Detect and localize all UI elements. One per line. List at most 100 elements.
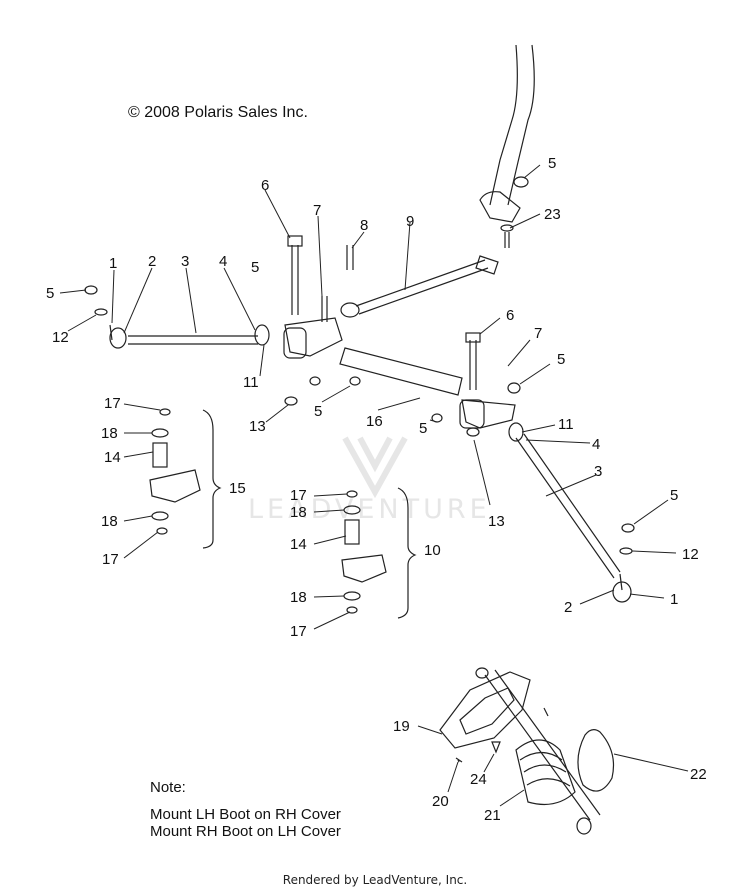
column-bolt bbox=[504, 232, 510, 248]
screw-20 bbox=[455, 757, 463, 763]
g15-sleeve bbox=[152, 442, 168, 468]
callout-2: 2 bbox=[148, 253, 156, 270]
copyright-text: © 2008 Polaris Sales Inc. bbox=[128, 104, 308, 121]
right-outer-rod-end bbox=[612, 581, 632, 603]
callout-5: 5 bbox=[251, 259, 259, 276]
callout-2: 2 bbox=[564, 599, 572, 616]
callout-23: 23 bbox=[544, 206, 561, 223]
watermark-text: LEADVENTURE bbox=[248, 494, 491, 525]
right-pivot-housing bbox=[459, 399, 485, 429]
watermark: LEADVENTURE bbox=[248, 436, 491, 525]
callout-3: 3 bbox=[594, 463, 602, 480]
boot-ribs bbox=[519, 751, 571, 787]
cover-19 bbox=[439, 671, 531, 749]
callout-14: 14 bbox=[290, 536, 307, 553]
right-nut-lower bbox=[621, 523, 635, 533]
footer-credit: Rendered by LeadVenture, Inc. bbox=[282, 873, 468, 887]
g15-washer-bottom bbox=[156, 527, 168, 535]
right-pivot-arm bbox=[461, 399, 516, 429]
callout-5: 5 bbox=[46, 285, 54, 302]
right-pivot-bolt-head bbox=[465, 332, 481, 343]
callout-12: 12 bbox=[682, 546, 699, 563]
nut-13-right bbox=[466, 427, 480, 437]
nut-5-center bbox=[349, 376, 361, 386]
left-pivot-housing bbox=[283, 327, 307, 359]
callout-9: 9 bbox=[406, 213, 414, 230]
callout-16: 16 bbox=[366, 413, 383, 430]
left-outer-rod-end bbox=[109, 327, 127, 349]
steering-column bbox=[489, 44, 535, 206]
callout-6: 6 bbox=[261, 177, 269, 194]
steering-shaft bbox=[484, 669, 601, 821]
relay-link bbox=[339, 347, 463, 396]
clamp-22 bbox=[577, 729, 615, 792]
callout-5: 5 bbox=[314, 403, 322, 420]
callout-1: 1 bbox=[670, 591, 678, 608]
shaft-end-bottom bbox=[576, 817, 592, 835]
callout-8: 8 bbox=[360, 217, 368, 234]
right-washer bbox=[619, 547, 633, 555]
drag-link-clamp bbox=[475, 255, 499, 275]
g15-arm bbox=[149, 469, 201, 503]
shaft-end-top bbox=[475, 667, 489, 679]
callout-17: 17 bbox=[104, 395, 121, 412]
callout-10: 10 bbox=[424, 542, 441, 559]
left-pivot-arm bbox=[284, 317, 343, 357]
upper-center-stud bbox=[346, 245, 354, 270]
callout-24: 24 bbox=[470, 771, 487, 788]
drag-link-end bbox=[340, 302, 360, 318]
note-title: Note: bbox=[150, 779, 186, 796]
callout-18: 18 bbox=[101, 425, 118, 442]
steering-column-bracket bbox=[479, 191, 521, 223]
left-tie-rod bbox=[128, 335, 258, 345]
callout-18: 18 bbox=[290, 504, 307, 521]
nut-5-left-lower bbox=[309, 376, 321, 386]
right-tie-rod bbox=[515, 433, 621, 579]
left-pivot-bolt-head bbox=[287, 235, 303, 247]
callout-12: 12 bbox=[52, 329, 69, 346]
right-nut bbox=[507, 382, 521, 394]
callout-17: 17 bbox=[102, 551, 119, 568]
callout-4: 4 bbox=[219, 253, 227, 270]
g15-brace bbox=[202, 409, 222, 549]
screw-top bbox=[543, 707, 549, 717]
callout-21: 21 bbox=[484, 807, 501, 824]
callout-17: 17 bbox=[290, 623, 307, 640]
g10-sleeve bbox=[344, 519, 360, 545]
g15-bushing-top bbox=[151, 428, 169, 438]
g10-bushing-bottom bbox=[343, 591, 361, 601]
callout-18: 18 bbox=[290, 589, 307, 606]
left-outer-stud bbox=[109, 324, 113, 341]
callout-1: 1 bbox=[109, 255, 117, 272]
callout-11: 11 bbox=[243, 374, 259, 391]
callout-6: 6 bbox=[506, 307, 514, 324]
callout-7: 7 bbox=[313, 202, 321, 219]
callout-19: 19 bbox=[393, 718, 410, 735]
note-line: Mount LH Boot on RH Cover bbox=[150, 806, 341, 823]
callout-4: 4 bbox=[592, 436, 600, 453]
center-drag-link bbox=[355, 259, 489, 315]
left-inner-rod-end bbox=[254, 324, 270, 346]
column-nut bbox=[513, 176, 529, 188]
column-washer bbox=[500, 224, 514, 232]
g15-washer-top bbox=[159, 408, 171, 416]
callout-18: 18 bbox=[101, 513, 118, 530]
callout-15: 15 bbox=[229, 480, 246, 497]
callout-3: 3 bbox=[181, 253, 189, 270]
callout-13: 13 bbox=[249, 418, 266, 435]
g10-washer-bottom bbox=[346, 606, 358, 614]
boot-21 bbox=[515, 739, 576, 805]
callout-5: 5 bbox=[419, 420, 427, 437]
nut-13-left bbox=[284, 396, 298, 406]
watermark-logo bbox=[342, 436, 408, 499]
left-nut bbox=[84, 285, 98, 295]
callout-11: 11 bbox=[558, 416, 574, 433]
g15-bushing-bottom bbox=[151, 511, 169, 521]
g10-arm bbox=[341, 554, 387, 583]
left-washer bbox=[94, 308, 108, 316]
callout-13: 13 bbox=[488, 513, 505, 530]
callout-7: 7 bbox=[534, 325, 542, 342]
leader-lines bbox=[59, 164, 689, 807]
callout-22: 22 bbox=[690, 766, 707, 783]
